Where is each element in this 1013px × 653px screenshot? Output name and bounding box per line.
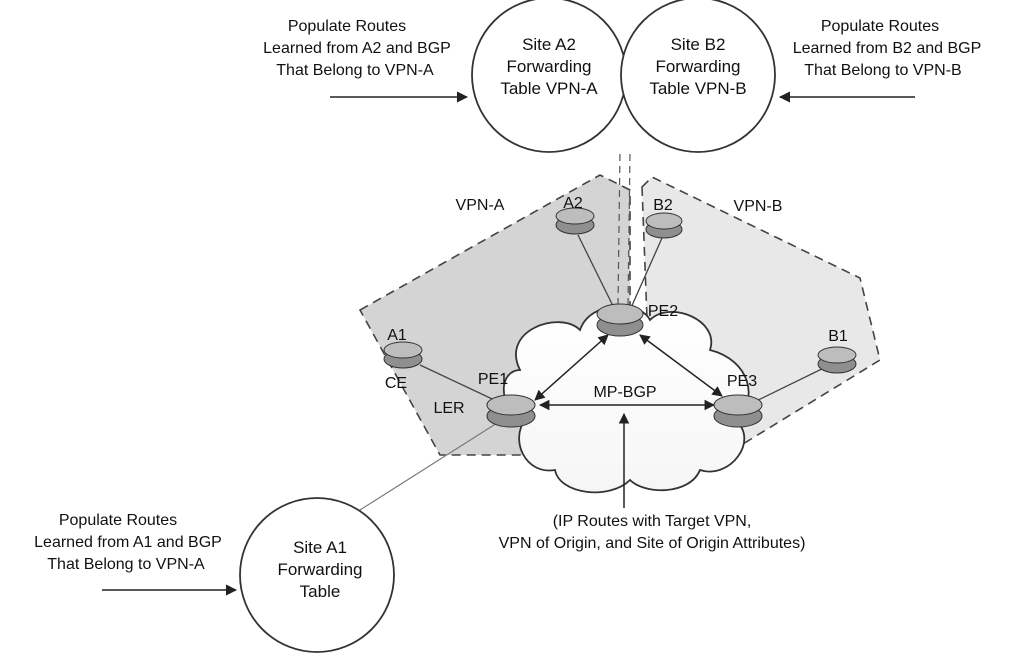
router-b2-icon	[645, 212, 683, 239]
bottom-center-annotation-line1: (IP Routes with Target VPN,	[553, 513, 752, 530]
pe2-to-site-b2-link	[627, 151, 631, 306]
site-a2-line3: Table VPN-A	[500, 79, 598, 98]
label-a1: A1	[387, 327, 407, 344]
router-b1-icon	[817, 346, 857, 374]
site-b2-line3: Table VPN-B	[649, 79, 746, 98]
site-a2-line1: Site A2	[522, 35, 576, 54]
label-pe3: PE3	[727, 373, 757, 390]
label-b2: B2	[653, 197, 673, 214]
router-pe1-icon	[486, 394, 536, 428]
top-right-annotation-line1: Populate Routes	[821, 18, 939, 35]
bottom-left-annotation-line1: Populate Routes	[59, 512, 177, 529]
bottom-left-annotation-line3: That Belong to VPN-A	[47, 556, 205, 573]
pe1-to-site-a1-link	[359, 417, 506, 511]
label-pe1: PE1	[478, 371, 508, 388]
top-left-annotation-line1: Populate Routes	[288, 18, 406, 35]
label-mp-bgp: MP-BGP	[593, 384, 656, 401]
site-a1-circle	[239, 497, 395, 653]
top-left-annotation-line2: Learned from A2 and BGP	[263, 40, 451, 57]
vpn-b-label: VPN-B	[734, 198, 783, 215]
pe2-pe1-session-arrow	[534, 334, 609, 401]
site-a2-line2: Forwarding	[506, 57, 591, 76]
top-right-annotation-line2: Learned from B2 and BGP	[793, 40, 982, 57]
top-right-annotation-line3: That Belong to VPN-B	[804, 62, 961, 79]
b1-pe3-link	[747, 363, 833, 406]
a1-pe1-link	[419, 364, 506, 406]
site-a1-table: Site A1 Forwarding Table	[239, 497, 395, 653]
router-a1-icon	[383, 341, 423, 369]
vpn-a-label: VPN-A	[456, 197, 505, 214]
pe2-to-site-a2-link	[617, 151, 621, 306]
pe2-pe3-session-arrow	[639, 334, 723, 397]
router-pe2-icon	[596, 303, 644, 337]
site-b2-circle	[620, 0, 776, 153]
site-a2-circle	[471, 0, 627, 153]
site-a1-line2: Forwarding	[277, 560, 362, 579]
bottom-center-annotation-line2: VPN of Origin, and Site of Origin Attrib…	[499, 535, 806, 552]
site-a1-line3: Table	[300, 582, 341, 601]
site-a2-table: Site A2 Forwarding Table VPN-A	[471, 0, 627, 153]
top-left-annotation-line3: That Belong to VPN-A	[276, 62, 434, 79]
router-a2-icon	[555, 207, 595, 235]
bottom-left-annotation-line2: Learned from A1 and BGP	[34, 534, 222, 551]
label-ler: LER	[433, 400, 464, 417]
label-b1: B1	[828, 328, 848, 345]
label-a2: A2	[563, 195, 583, 212]
site-a1-line1: Site A1	[293, 538, 347, 557]
router-pe3-icon	[713, 394, 763, 428]
label-ce: CE	[385, 375, 407, 392]
site-b2-line2: Forwarding	[655, 57, 740, 76]
b2-pe2-link	[629, 237, 663, 311]
a2-pe2-link	[577, 234, 616, 311]
site-b2-line1: Site B2	[671, 35, 726, 54]
label-pe2: PE2	[648, 303, 678, 320]
site-b2-table: Site B2 Forwarding Table VPN-B	[620, 0, 776, 153]
